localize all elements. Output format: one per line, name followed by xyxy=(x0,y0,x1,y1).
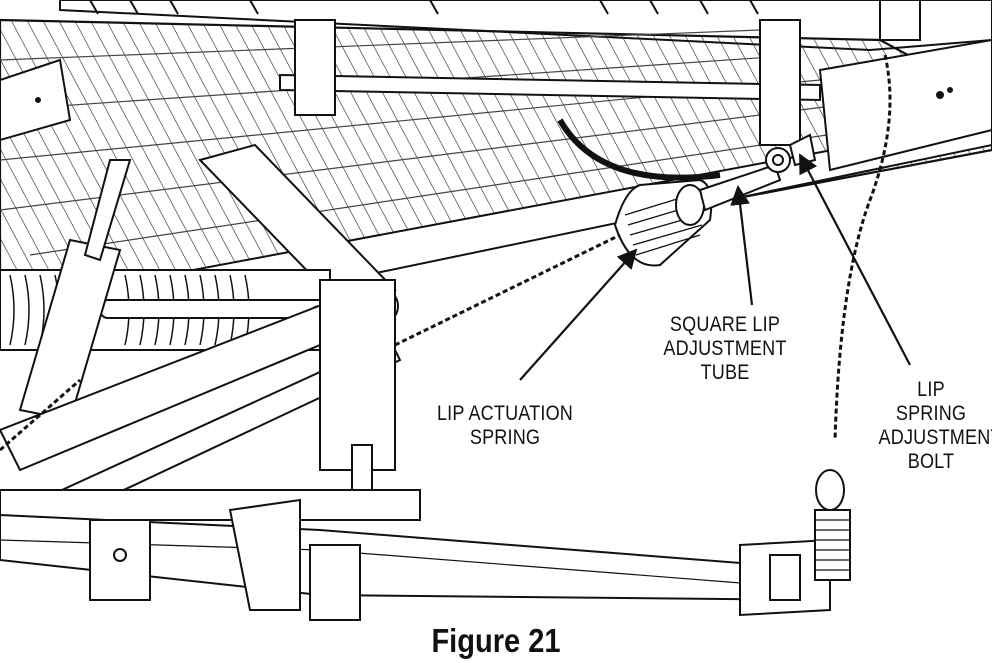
leader-square-lip-adjustment-tube xyxy=(730,185,754,306)
callout-leaders xyxy=(519,153,911,381)
leader-lip-actuation-spring xyxy=(519,248,638,381)
left-frame-and-lift-spring xyxy=(0,143,421,522)
bottom-rail xyxy=(0,498,831,621)
lip-actuation-spring xyxy=(613,178,713,267)
label-lip-spring-adjustment-bolt: LIP SPRING ADJUSTMENT BOLT xyxy=(878,378,992,473)
chains xyxy=(0,54,892,452)
chain-tension-spring xyxy=(814,469,851,581)
figure-caption: Figure 21 xyxy=(431,622,561,659)
label-lip-actuation-spring: LIP ACTUATION SPRING xyxy=(436,402,574,449)
label-square-lip-adjustment-tube: SQUARE LIP ADJUSTMENT TUBE xyxy=(663,313,787,384)
leader-lip-spring-adjustment-bolt xyxy=(799,153,911,366)
